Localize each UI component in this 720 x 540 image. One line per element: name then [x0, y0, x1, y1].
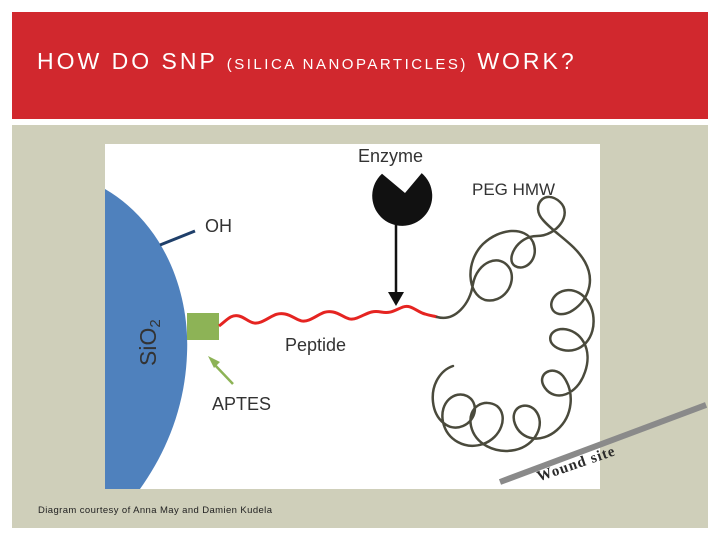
enzyme-label: Enzyme [358, 146, 423, 166]
title-main: HOW DO SNP [37, 48, 227, 74]
sio2-text: SiO [135, 328, 161, 366]
svg-text:SiO2: SiO2 [135, 319, 164, 366]
enzyme-shape [372, 173, 433, 226]
peptide-label: Peptide [285, 335, 346, 355]
diagram-svg: SiO2 Enzyme PEG HMW OH Peptide APTES [105, 146, 595, 489]
enzyme-arrow-head [388, 292, 404, 306]
diagram-caption: Diagram courtesy of Anna May and Damien … [38, 505, 273, 516]
snp-diagram: SiO2 Enzyme PEG HMW OH Peptide APTES [105, 144, 600, 489]
peg-label: PEG HMW [472, 180, 555, 199]
peg-polymer [431, 195, 595, 453]
aptes-arrow-head [208, 356, 220, 368]
aptes-label: APTES [212, 394, 271, 414]
aptes-arrow-line [212, 362, 234, 385]
sio2-subscript: 2 [147, 319, 164, 327]
slide-title: HOW DO SNP (SILICA NANOPARTICLES) WORK? [37, 48, 577, 75]
oh-bond [159, 229, 196, 247]
title-parenthetical: (SILICA NANOPARTICLES) [226, 56, 468, 73]
aptes-linker [187, 313, 219, 340]
title-banner: HOW DO SNP (SILICA NANOPARTICLES) WORK? [12, 12, 708, 119]
sio2-label: SiO2 [135, 319, 164, 366]
title-end: WORK? [467, 48, 577, 74]
silica-nanoparticle [105, 189, 188, 489]
oh-label: OH [205, 216, 232, 236]
peptide-chain [218, 304, 438, 328]
